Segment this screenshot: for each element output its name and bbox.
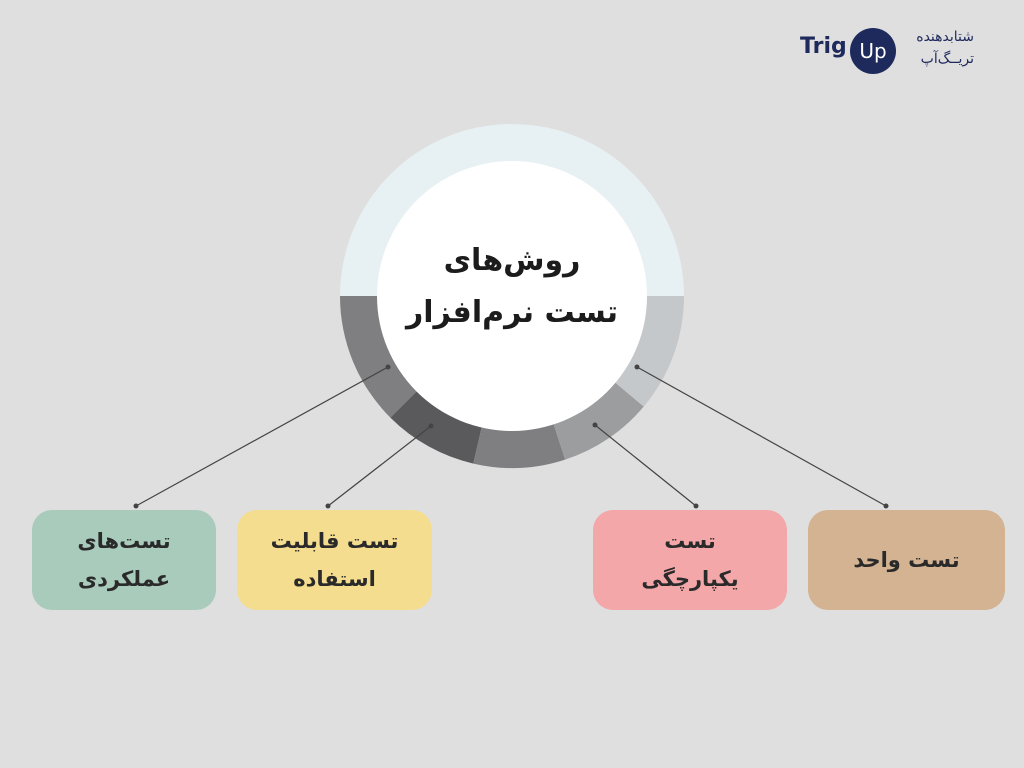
connector-integration-dot-top <box>592 422 598 428</box>
connector-performance-dot-top <box>385 364 391 370</box>
method-box-unit: تست واحد <box>808 510 1005 610</box>
ring-segment-3 <box>473 421 566 468</box>
method-box-usability: تست قابلیت استفاده <box>237 510 432 610</box>
logo-persian-line2: تریــگ‌آپ <box>920 51 974 67</box>
method-label-line2: استفاده <box>293 567 376 591</box>
logo-badge-up: Up <box>850 28 896 74</box>
ring-segment-2 <box>390 389 483 464</box>
logo-persian-line1: شتابدهنده <box>916 29 974 45</box>
logo-text-trig: Trig <box>800 34 847 59</box>
ring-segment-top <box>340 124 684 296</box>
connector-lines <box>133 364 889 509</box>
connector-usability-dot-top <box>428 423 434 429</box>
center-title-line2: تست نرم‌افزار <box>405 295 619 330</box>
center-circle <box>377 161 647 431</box>
trigup-logo: Trig Up شتابدهنده تریــگ‌آپ <box>800 26 980 78</box>
connector-integration <box>594 424 697 507</box>
connector-unit-dot-top <box>634 364 640 370</box>
logo-persian-text: شتابدهنده تریــگ‌آپ <box>900 26 974 70</box>
connector-usability-dot-bottom <box>325 503 331 509</box>
connector-usability <box>327 425 432 507</box>
ring-segment-4 <box>552 380 644 460</box>
ring-segment-1 <box>340 296 419 418</box>
method-label-line1: تست‌های <box>77 529 171 553</box>
method-label-line1: تست <box>664 529 716 553</box>
method-label-line1: تست قابلیت <box>270 529 399 553</box>
method-label-line1: تست واحد <box>853 548 960 572</box>
method-box-performance: تست‌های عملکردی <box>32 510 216 610</box>
method-box-integration: تست یکپارچگی <box>593 510 787 610</box>
connector-performance-dot-bottom <box>133 503 139 509</box>
center-title-line1: روش‌های <box>443 243 581 278</box>
connector-integration-dot-bottom <box>693 503 699 509</box>
method-label-line2: عملکردی <box>77 567 171 591</box>
ring-segment-5 <box>613 296 684 407</box>
center-ring <box>340 124 684 468</box>
center-title: روش‌های تست نرم‌افزار <box>380 235 644 339</box>
connector-unit <box>636 366 887 507</box>
connector-performance <box>135 366 389 507</box>
connector-unit-dot-bottom <box>883 503 889 509</box>
method-label-line2: یکپارچگی <box>641 567 739 591</box>
